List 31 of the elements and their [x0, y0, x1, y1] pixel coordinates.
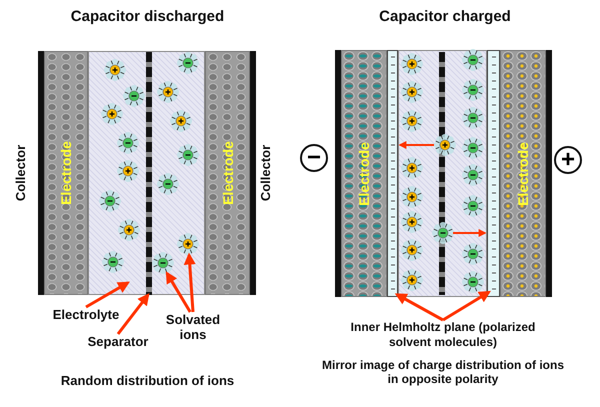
leader-line: [85, 282, 130, 308]
electrode-label: Electrode: [356, 142, 372, 206]
electrode: [500, 50, 546, 297]
electrode: [44, 51, 88, 295]
helmholtz-layer: [387, 50, 398, 297]
polarity-sign: −: [300, 144, 328, 172]
electrode: [341, 50, 387, 297]
collector-label: Collector: [258, 144, 274, 204]
panel-title: Capacitor charged: [378, 8, 512, 27]
electrode-label: Electrode: [58, 141, 74, 205]
leader-line: [184, 252, 196, 312]
leader-line: [442, 290, 491, 322]
leader-line: [394, 293, 444, 322]
helmholtz-layer: [487, 50, 500, 297]
leader-line: [116, 293, 150, 335]
electrode-label: Electrode: [220, 141, 236, 205]
callout-label: Separator: [80, 334, 156, 350]
separator-membrane: [146, 52, 152, 295]
ion-icon: [152, 252, 174, 274]
caption-text: Mirror image of charge distribution of ions in opposite polarity: [320, 358, 565, 388]
panel-title: Capacitor discharged: [70, 8, 226, 27]
polarity-sign: +: [554, 146, 582, 174]
ion-icon: [177, 233, 199, 255]
callout-label: Electrolyte: [44, 307, 128, 323]
electrode: [205, 51, 250, 295]
leader-line: [166, 271, 192, 313]
callout-label: Inner Helmholtz plane (polarized solvent molecules): [340, 320, 546, 352]
callout-label: Solvated ions: [158, 312, 228, 344]
electrode-label: Electrode: [515, 142, 531, 206]
caption-text: Random distribution of ions: [60, 373, 236, 390]
collector-label: Collector: [13, 144, 29, 204]
